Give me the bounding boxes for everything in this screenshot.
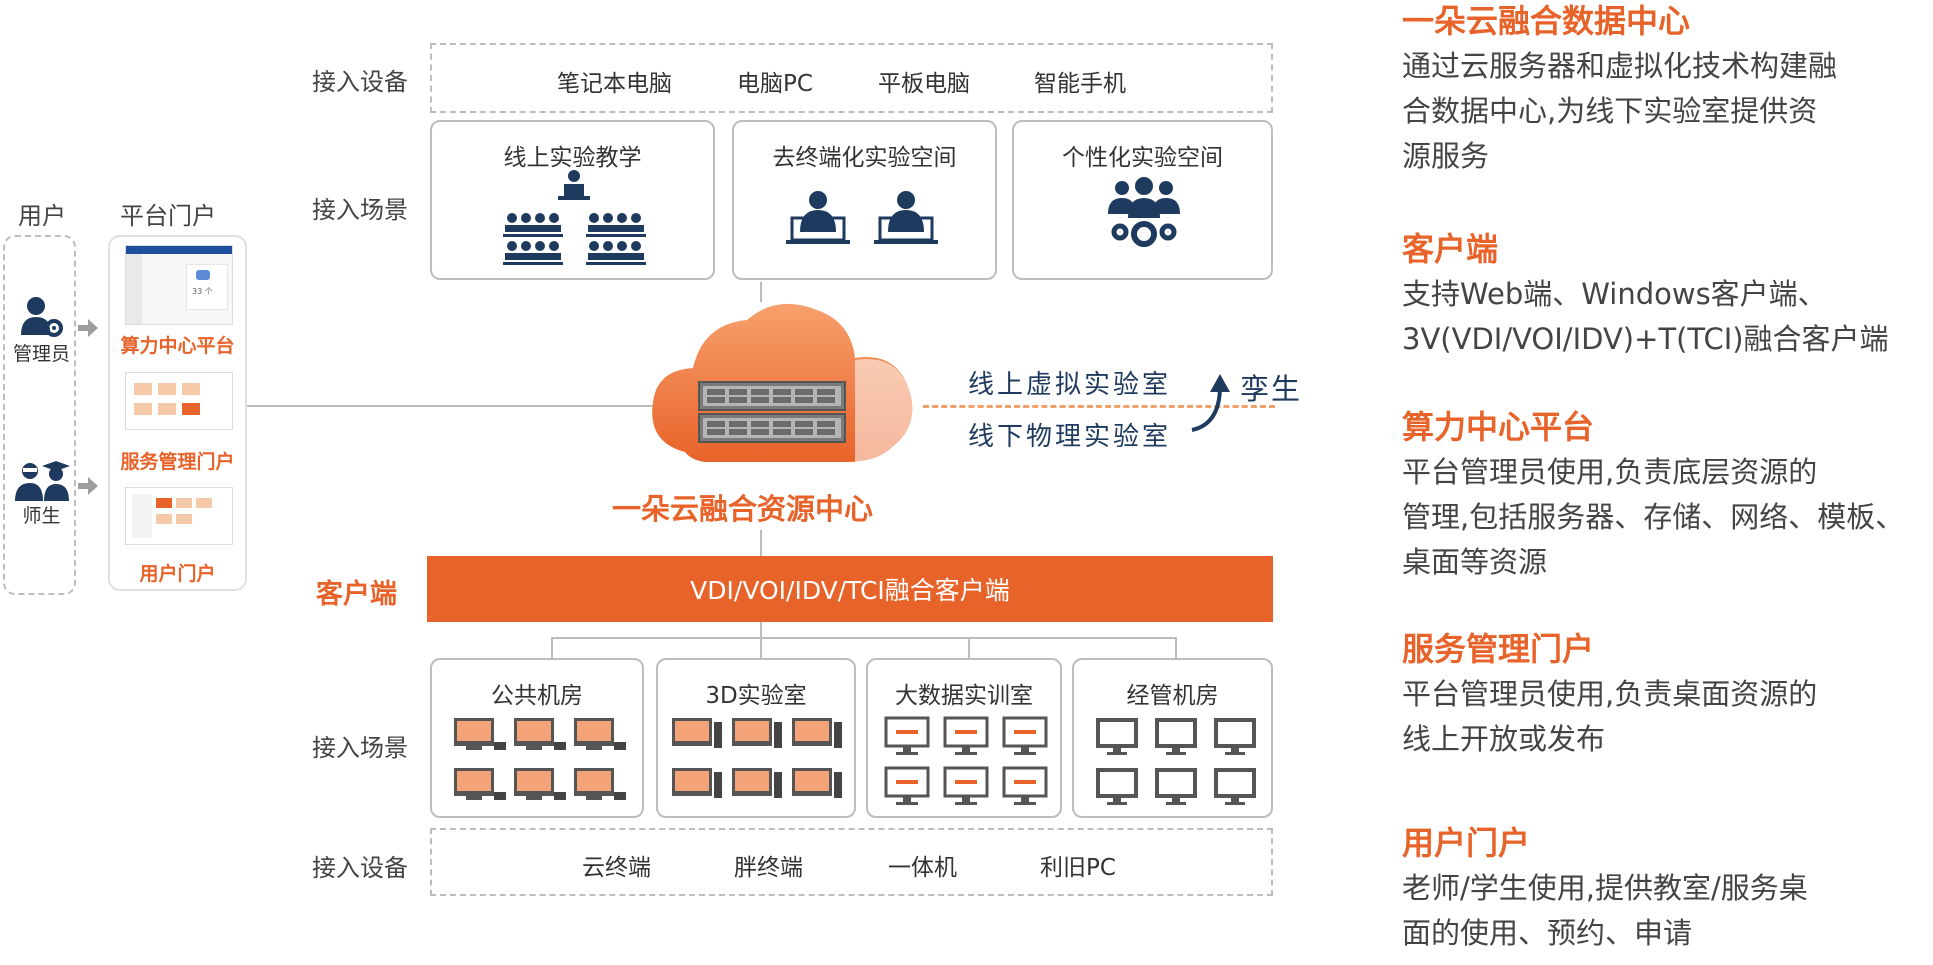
- physical-lab-label: 线下物理实验室: [968, 422, 1172, 452]
- device-cloud-terminal: 云终端: [582, 855, 651, 881]
- connector-line: [1175, 637, 1177, 659]
- connector-line: [551, 637, 553, 659]
- user-group-box: 管理员 师生: [3, 235, 76, 595]
- device-all-in-one: 一体机: [888, 855, 957, 881]
- cloud-server-icon: [652, 303, 913, 462]
- top-device-label: 接入设备: [312, 68, 408, 96]
- portal-compute-center[interactable]: 算力中心平台: [120, 335, 235, 357]
- connector-line: [968, 637, 970, 659]
- device-tablet: 平板电脑: [878, 71, 970, 97]
- service-portal-screenshot-thumb[interactable]: [125, 372, 233, 430]
- admin-label: 管理员: [12, 343, 70, 365]
- device-legacy-pc: 利旧PC: [1040, 855, 1116, 881]
- connector-line: [760, 637, 762, 659]
- portal-service-management[interactable]: 服务管理门户: [120, 451, 235, 473]
- room-3d-lab: 3D实验室: [656, 658, 856, 818]
- desc-user-portal-text: 老师/学生使用,提供教室/服务桌 面的使用、预约、申请: [1402, 871, 1808, 950]
- room-3d-lab-title: 3D实验室: [705, 683, 807, 709]
- thumb-count: 33 个: [192, 287, 213, 296]
- monitor-grid-icon: [1096, 718, 1256, 805]
- portal-group-box: 33 个 算力中心平台 服务管理门户 用户门户: [108, 235, 247, 591]
- bottom-device-box: 云终端 胖终端 一体机 利旧PC: [430, 828, 1273, 896]
- connector-line: [760, 622, 762, 638]
- desc-client-title: 客户端: [1402, 230, 1499, 268]
- bottom-device-label: 接入设备: [312, 854, 408, 882]
- desc-service-portal-text: 平台管理员使用,负责桌面资源的 线上开放或发布: [1402, 677, 1818, 756]
- room-public: 公共机房: [430, 658, 644, 818]
- portal-user[interactable]: 用户门户: [139, 563, 216, 585]
- room-big-data: 大数据实训室: [866, 658, 1062, 818]
- desc-service-portal-title: 服务管理门户: [1402, 630, 1595, 668]
- connector-line: [760, 282, 762, 302]
- scene-terminal-free-title: 去终端化实验空间: [772, 145, 957, 171]
- connector-line: [247, 405, 657, 407]
- device-fat-terminal: 胖终端: [734, 855, 803, 881]
- bottom-scene-label: 接入场景: [312, 734, 408, 762]
- twin-label: 孪生: [1240, 372, 1303, 406]
- teacher-student-icon: [15, 461, 70, 501]
- desc-user-portal-title: 用户门户: [1402, 824, 1531, 862]
- workstation-users-icon: [786, 191, 938, 244]
- virtual-lab-label: 线上虚拟实验室: [968, 370, 1172, 400]
- scene-online-teaching-title: 线上实验教学: [503, 145, 642, 171]
- arrow-right-icon: [78, 477, 98, 495]
- room-economics-title: 经管机房: [1126, 683, 1219, 709]
- desc-datacenter-text: 通过云服务器和虚拟化技术构建融 合数据中心,为线下实验室提供资 源服务: [1402, 49, 1838, 173]
- cloud-resource-center-title: 一朵云融合资源中心: [612, 492, 874, 526]
- desc-client-text: 支持Web端、Windows客户端、 3V(VDI/VOI/IDV)+T(TCI…: [1402, 277, 1889, 356]
- computer-grid-icon: [672, 718, 842, 798]
- scene-personalized: 个性化实验空间: [1012, 120, 1273, 280]
- connector-line: [760, 530, 762, 556]
- desc-datacenter-title: 一朵云融合数据中心: [1402, 2, 1691, 40]
- top-device-box: 笔记本电脑 电脑PC 平板电脑 智能手机: [430, 43, 1273, 113]
- fusion-client-bar: VDI/VOI/IDV/TCI融合客户端: [427, 556, 1273, 622]
- teacher-student-label: 师生: [22, 505, 61, 527]
- room-public-title: 公共机房: [491, 683, 583, 709]
- user-portal-screenshot-thumb[interactable]: [125, 487, 233, 545]
- connector-line: [551, 637, 1176, 639]
- team-gear-icon: [1108, 177, 1180, 247]
- twin-arrow-icon: [1191, 374, 1230, 432]
- scene-terminal-free: 去终端化实验空间: [732, 120, 997, 280]
- classroom-icon: [503, 170, 646, 265]
- scene-online-teaching: 线上实验教学: [430, 120, 715, 280]
- computer-grid-icon: [454, 718, 626, 800]
- device-pc: 电脑PC: [737, 71, 813, 97]
- device-smartphone: 智能手机: [1034, 71, 1126, 97]
- fusion-client-text: VDI/VOI/IDV/TCI融合客户端: [690, 576, 1010, 605]
- admin-icon: [21, 297, 63, 337]
- lab-divider-dashed: [923, 405, 1275, 408]
- device-laptop: 笔记本电脑: [557, 71, 672, 97]
- portal-column-label: 平台门户: [120, 202, 216, 230]
- platform-screenshot-thumb[interactable]: 33 个: [125, 245, 233, 325]
- user-column-label: 用户: [18, 202, 66, 230]
- top-scene-label: 接入场景: [312, 196, 408, 224]
- desc-compute-title: 算力中心平台: [1402, 408, 1595, 446]
- scene-personalized-title: 个性化实验空间: [1062, 145, 1223, 171]
- room-economics: 经管机房: [1072, 658, 1273, 818]
- room-big-data-title: 大数据实训室: [895, 683, 1033, 709]
- desc-compute-text: 平台管理员使用,负责底层资源的 管理,包括服务器、存储、网络、模板、 桌面等资源: [1402, 455, 1905, 579]
- arrow-right-icon: [78, 319, 98, 337]
- client-label: 客户端: [316, 579, 397, 610]
- all-in-one-grid-icon: [884, 716, 1048, 805]
